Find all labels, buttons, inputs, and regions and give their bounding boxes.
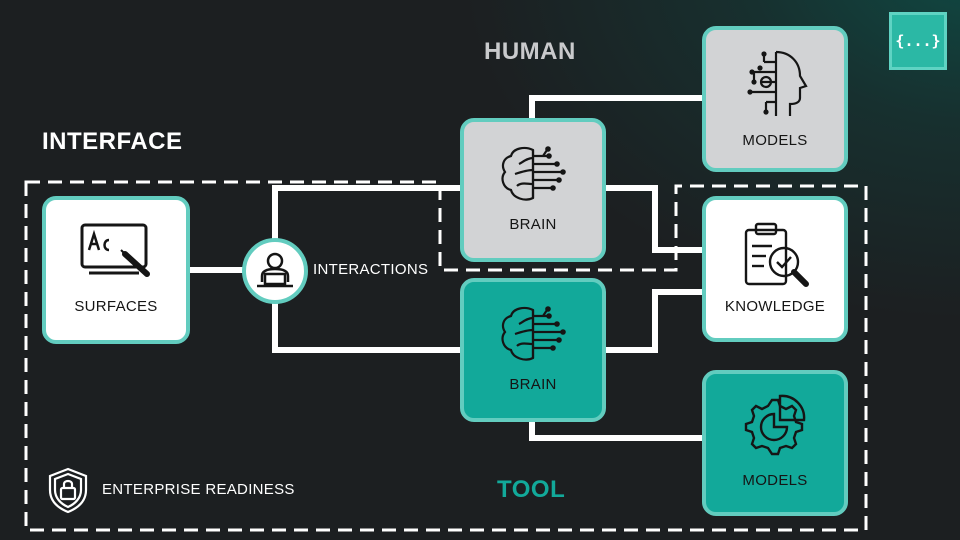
interactions-hub (242, 238, 308, 304)
human-models-card: MODELS (702, 26, 848, 172)
human-brain-card: BRAIN (460, 118, 606, 262)
shield-lock-icon (48, 467, 88, 514)
logo-badge: {...} (889, 12, 947, 70)
tool-heading: TOOL (497, 476, 566, 503)
enterprise-readiness-label: ENTERPRISE READINESS (102, 481, 295, 498)
gear-chart-icon (744, 394, 806, 456)
brain-circuit-icon (501, 146, 566, 201)
interface-boundary (24, 180, 868, 532)
connectors (190, 95, 702, 441)
human-models-label: MODELS (742, 132, 808, 149)
brain-circuit-icon (501, 306, 566, 361)
person-laptop-icon (257, 252, 293, 288)
interactions-label: INTERACTIONS (313, 261, 429, 278)
tool-brain-label: BRAIN (509, 376, 557, 393)
knowledge-label: KNOWLEDGE (724, 298, 826, 315)
clipboard-check-icon (744, 222, 809, 287)
human-brain-label: BRAIN (509, 216, 557, 233)
tablet-pen-icon (80, 223, 150, 277)
tool-models-card: MODELS (702, 370, 848, 516)
ai-head-icon (747, 50, 808, 116)
surfaces-card: SURFACES (42, 196, 190, 344)
knowledge-card: KNOWLEDGE (702, 196, 848, 342)
tool-brain-card: BRAIN (460, 278, 606, 422)
interface-heading: INTERFACE (42, 128, 183, 155)
tool-models-label: MODELS (742, 472, 808, 489)
surfaces-label: SURFACES (74, 298, 158, 315)
human-heading: HUMAN (484, 38, 576, 65)
